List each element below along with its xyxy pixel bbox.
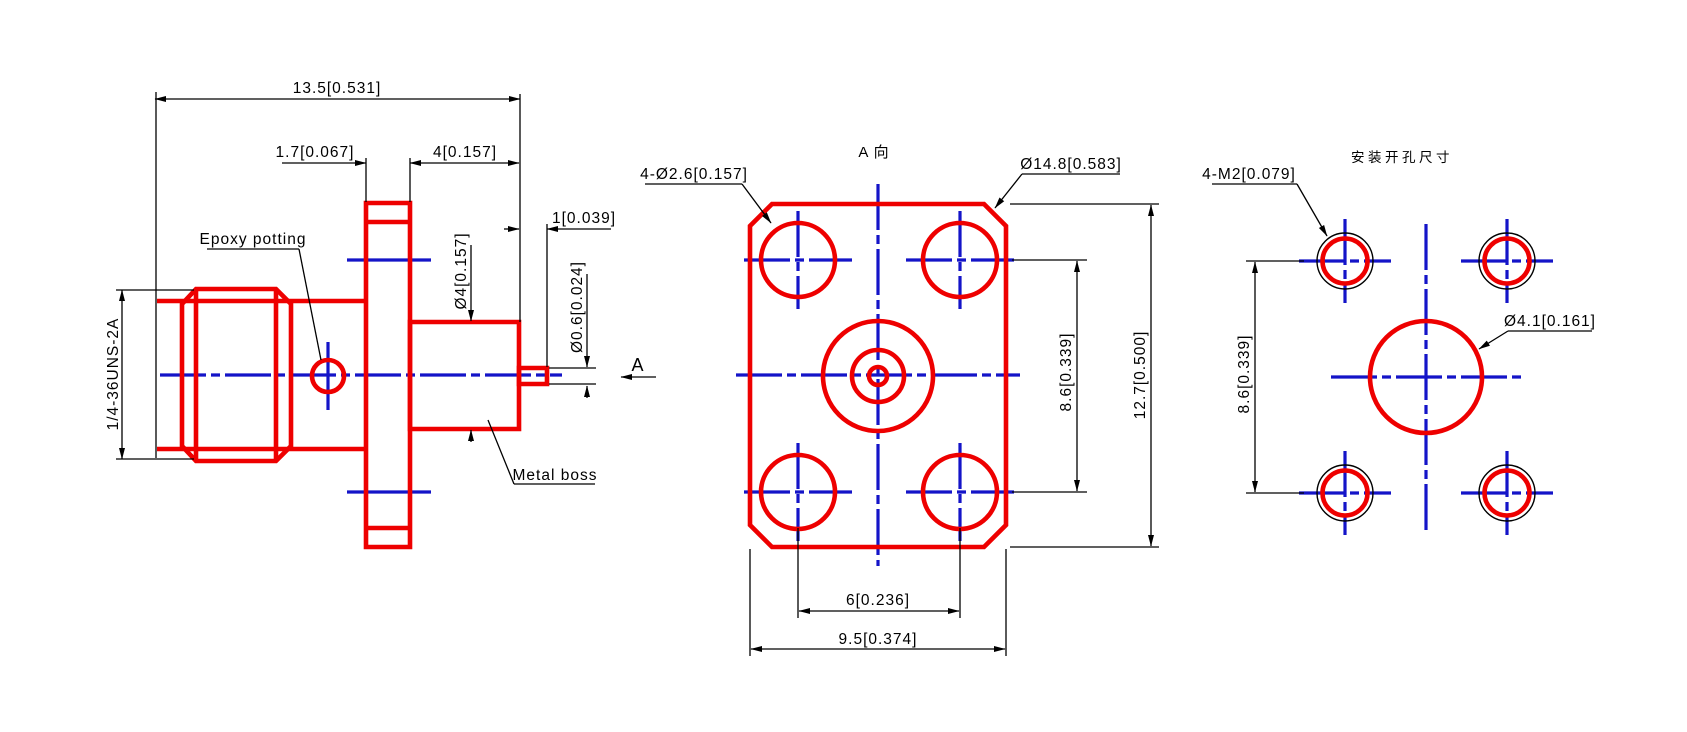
center-dielectric-circle xyxy=(849,347,907,405)
flange-front-profile xyxy=(747,201,1009,550)
flange-side-profile xyxy=(363,200,413,550)
dim-flange-thickness: 1.7[0.067] xyxy=(276,144,355,161)
callout-epoxy-potting: Epoxy potting xyxy=(200,231,307,248)
metal-boss-profile xyxy=(407,319,522,432)
tapped-hole xyxy=(1482,468,1532,518)
front-view-centerlines xyxy=(736,184,1020,566)
dim-pin-diameter: Ø0.6[0.024] xyxy=(569,261,586,353)
dim-flange-height: 12.7[0.500] xyxy=(1132,331,1149,420)
dim-pin-length: 1[0.039] xyxy=(552,210,616,227)
dim-corner-holes: 4-Ø2.6[0.157] xyxy=(640,166,748,183)
center-boss-circle xyxy=(820,318,936,434)
tapped-hole xyxy=(1482,236,1532,286)
side-view-dimensions xyxy=(116,92,656,485)
dim-boss-length: 4[0.157] xyxy=(433,144,497,161)
callout-metal-boss: Metal boss xyxy=(513,467,598,484)
mounting-view-title: 安装开孔尺寸 xyxy=(1351,150,1453,165)
dim-hole-spacing-v: 8.6[0.339] xyxy=(1236,335,1253,414)
dim-hole-spacing-v: 8.6[0.339] xyxy=(1058,333,1075,412)
epoxy-potting-hole xyxy=(309,357,347,395)
side-view-centerlines xyxy=(160,258,562,494)
dim-center-hole: Ø4.1[0.161] xyxy=(1504,313,1596,330)
leader-metal-boss xyxy=(487,419,515,485)
tapped-hole xyxy=(1320,236,1370,286)
dim-tapped-holes: 4-M2[0.079] xyxy=(1202,166,1296,183)
front-view-dimensions xyxy=(645,173,1159,656)
leader-center-hole xyxy=(1478,330,1509,350)
leader-epoxy xyxy=(298,248,322,361)
side-view: 13.5[0.531] 1.7[0.067] 4[0.157] 1[0.039]… xyxy=(105,80,656,550)
dim-boss-diameter: Ø4[0.157] xyxy=(453,232,470,309)
mounting-view: 安装开孔尺寸 4-M2[0.079] Ø4.1[0.161] 8.6[0.339… xyxy=(1202,150,1596,535)
mounting-view-dimensions xyxy=(1212,183,1592,494)
leader-corner-holes xyxy=(741,183,772,224)
tapped-hole xyxy=(1320,468,1370,518)
tapped-hole-thread-circle xyxy=(1478,464,1536,522)
view-direction-label: A xyxy=(631,355,644,375)
front-view-title: A 向 xyxy=(858,144,889,161)
tapped-hole-thread-circle xyxy=(1316,464,1374,522)
mounting-view-outline xyxy=(1316,232,1536,522)
mounting-view-centerlines xyxy=(1299,219,1553,535)
corner-hole xyxy=(758,220,838,300)
dim-overall-length: 13.5[0.531] xyxy=(293,80,382,97)
dim-flange-width: 9.5[0.374] xyxy=(839,631,918,648)
front-view: A 向 4-Ø2.6[0.157] Ø14.8[0.583] 8.6[0.339… xyxy=(640,144,1159,656)
tapped-hole-thread-circle xyxy=(1316,232,1374,290)
mounting-view-labels: 安装开孔尺寸 4-M2[0.079] Ø4.1[0.161] 8.6[0.339… xyxy=(1202,150,1596,414)
tapped-hole-thread-circle xyxy=(1478,232,1536,290)
front-view-outline xyxy=(747,201,1009,550)
center-clearance-hole xyxy=(1367,318,1485,436)
leader-tapped-holes xyxy=(1296,183,1328,237)
side-view-labels: 13.5[0.531] 1.7[0.067] 4[0.157] 1[0.039]… xyxy=(105,80,644,484)
dim-hole-spacing-h: 6[0.236] xyxy=(846,592,910,609)
corner-hole xyxy=(920,220,1000,300)
side-view-outline xyxy=(157,200,550,550)
dim-body-diameter: Ø14.8[0.583] xyxy=(1020,156,1122,173)
center-pin-circle xyxy=(866,364,890,388)
dim-coupling-thread: 1/4-36UNS-2A xyxy=(105,318,122,431)
contact-pin-profile xyxy=(516,365,550,387)
front-view-labels: A 向 4-Ø2.6[0.157] Ø14.8[0.583] 8.6[0.339… xyxy=(640,144,1149,648)
leader-body-diameter xyxy=(994,173,1023,209)
